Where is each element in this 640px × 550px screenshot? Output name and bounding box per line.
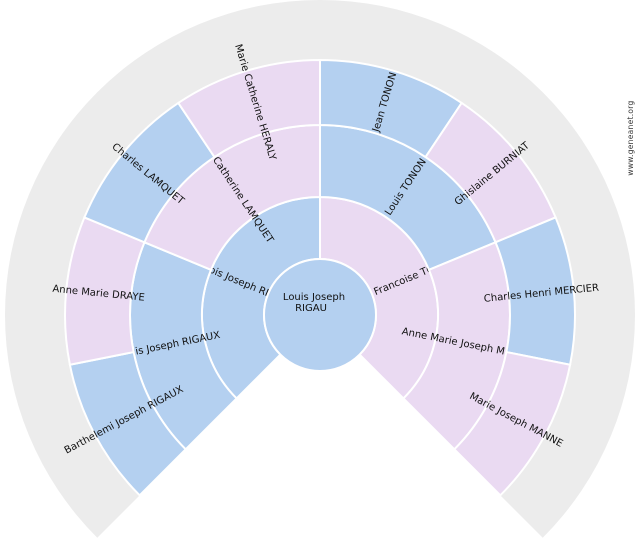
root-person-circle[interactable] [263,258,377,372]
ancestor-wedge-gen3-8[interactable] [452,350,572,497]
site-watermark-label: www.geneanet.org [626,100,635,175]
root-person-name-line2: RIGAU [295,303,327,314]
root-person-name-line1: Louis Joseph [283,292,345,303]
